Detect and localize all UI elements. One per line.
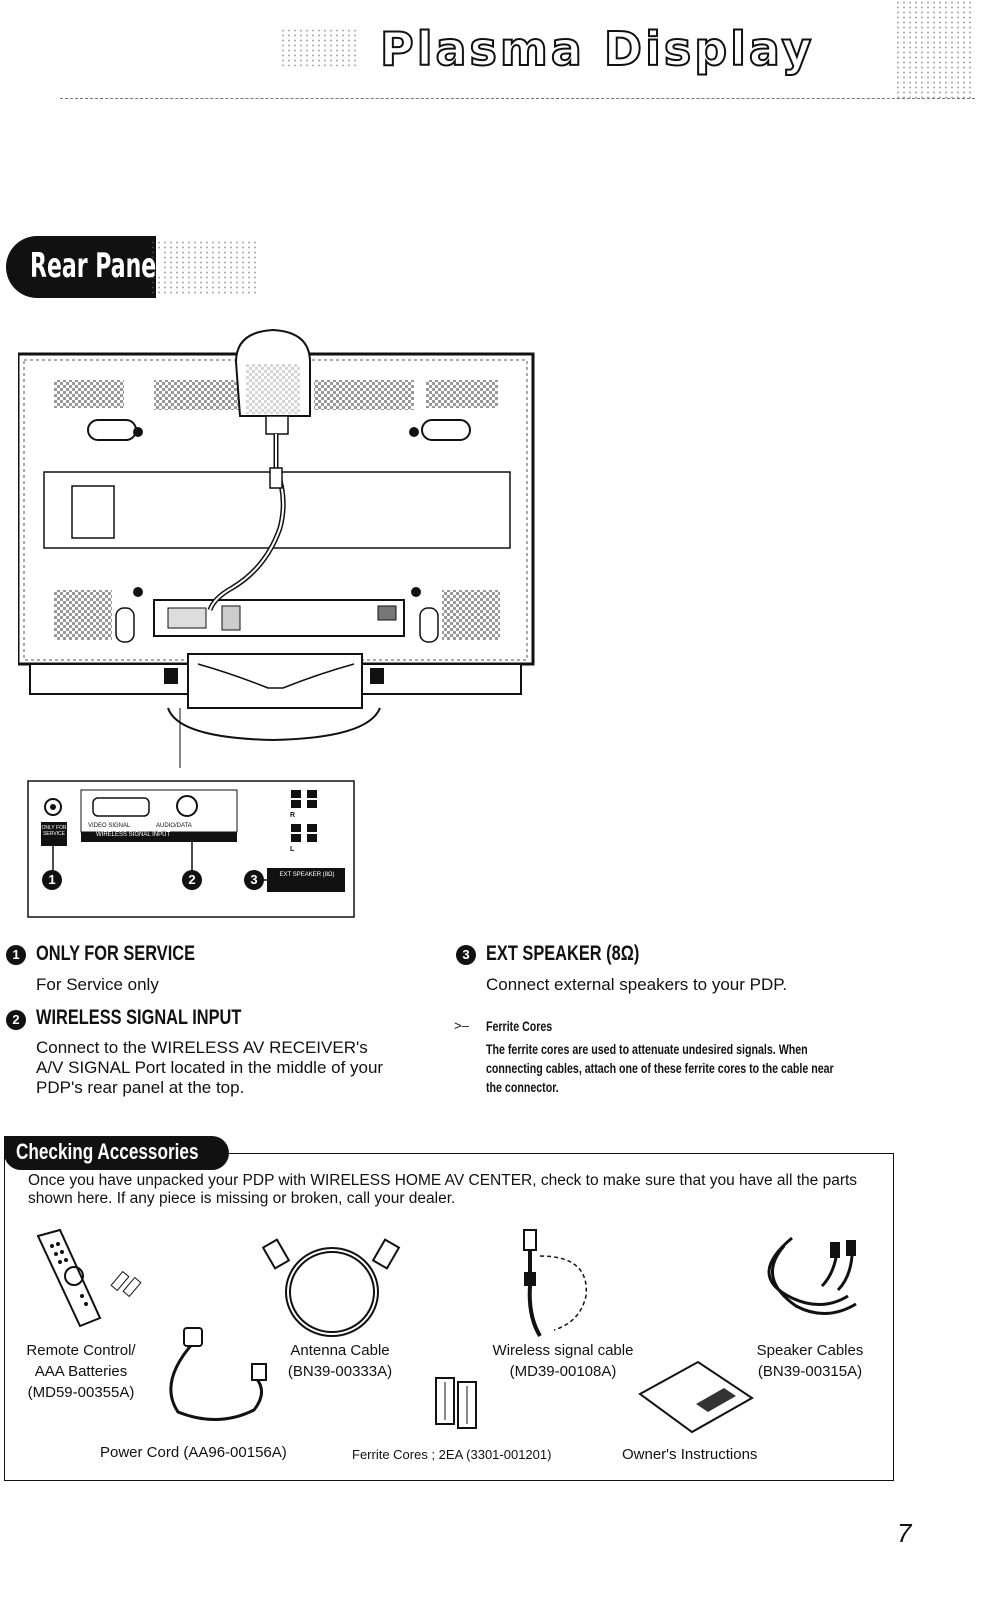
accessories-title: Checking Accessories <box>16 1139 199 1164</box>
accessory-wireless-name: Wireless signal cable <box>492 1342 634 1359</box>
accessories-heading-background <box>4 1136 229 1170</box>
inset-label-service: ONLY FOR SERVICE <box>41 825 67 837</box>
accessory-remote-code: (MD59-00355A) <box>27 1384 135 1401</box>
page-header-title: Plasma Display <box>379 21 815 77</box>
item-title-wireless-signal-input: WIRELESS SIGNAL INPUT <box>36 1006 242 1029</box>
accessory-power-cord: Power Cord (AA96-00156A) <box>100 1444 287 1461</box>
item-number-1: 1 <box>6 945 26 965</box>
header-rule <box>60 98 975 99</box>
manual-icon <box>638 1360 754 1434</box>
item-title-only-for-service: ONLY FOR SERVICE <box>36 942 195 965</box>
antenna-cable-icon <box>262 1238 401 1337</box>
section-heading-decoration <box>150 240 260 295</box>
speaker-cables-icon <box>767 1236 857 1316</box>
callout-number-3: 3 <box>244 870 264 890</box>
accessory-owners-instructions: Owner's Instructions <box>622 1446 758 1463</box>
item-body-only-for-service: For Service only <box>36 975 159 994</box>
accessory-antenna-code: (BN39-00333A) <box>287 1363 393 1380</box>
section-heading-background <box>6 236 156 298</box>
remote-control-icon <box>36 1228 142 1328</box>
inset-label-l: L <box>290 846 295 853</box>
note-arrow-icon: >– <box>454 1018 469 1033</box>
item-number-2: 2 <box>6 1010 26 1030</box>
ferrite-cores-icon <box>435 1377 477 1429</box>
header-decoration <box>895 0 975 100</box>
power-cord-icon <box>169 1327 267 1422</box>
accessory-remote-name: Remote Control/ <box>26 1342 136 1359</box>
callout-number-1: 1 <box>42 870 62 890</box>
inset-label-audio: AUDIO/DATA <box>156 823 192 829</box>
accessory-wireless-code: (MD39-00108A) <box>509 1363 617 1380</box>
inset-label-video: VIDEO SIGNAL <box>88 823 131 829</box>
accessory-ferrite-cores: Ferrite Cores ; 2EA (3301-001201) <box>352 1447 552 1462</box>
accessory-speaker-name: Speaker Cables <box>756 1342 864 1359</box>
item-body-ext-speaker: Connect external speakers to your PDP. <box>486 975 788 994</box>
accessories-intro: Once you have unpacked your PDP with WIR… <box>28 1172 858 1207</box>
item-number-3: 3 <box>456 945 476 965</box>
inset-label-wireless-input: WIRELESS SIGNAL INPUT <box>96 832 171 838</box>
header-decoration <box>280 28 360 68</box>
inset-label-r: R <box>290 812 296 819</box>
accessory-speaker-code: (BN39-00315A) <box>757 1363 863 1380</box>
item-body-wireless-signal-input: Connect to the WIRELESS AV RECEIVER's A/… <box>36 1038 384 1097</box>
section-title: Rear Panel <box>30 246 164 286</box>
wireless-signal-cable-icon <box>523 1229 587 1338</box>
accessories-box <box>4 1153 894 1481</box>
inset-label-ext-speaker: EXT SPEAKER (8Ω) <box>279 872 335 878</box>
ferrite-note-body: The ferrite cores are used to attenuate … <box>486 1041 834 1095</box>
ferrite-note-title: Ferrite Cores <box>486 1018 553 1034</box>
accessory-antenna-name: Antenna Cable <box>290 1342 390 1359</box>
item-title-ext-speaker: EXT SPEAKER (8Ω) <box>486 942 640 965</box>
page-number: 7 <box>897 1518 912 1548</box>
accessory-remote-line2: AAA Batteries <box>34 1363 128 1380</box>
connector-panel-inset <box>27 780 355 918</box>
tv-rear-panel-illustration <box>18 328 535 768</box>
callout-number-2: 2 <box>182 870 202 890</box>
